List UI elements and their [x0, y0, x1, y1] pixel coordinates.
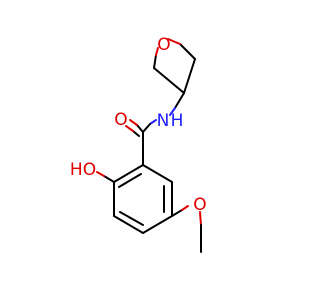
- bond-ar-3-4: [113, 215, 144, 234]
- bond-c-o-ring-left-red: [155, 47, 159, 56]
- bond-ar-oh-red: [96, 171, 105, 177]
- bond-o-methyl-red: [199, 211, 202, 226]
- molecule-structure: O N H O HO O: [70, 35, 207, 253]
- hydroxyl-group: [96, 171, 115, 183]
- benzene-ring: [113, 164, 173, 234]
- amide-hydrogen-label: H: [171, 111, 184, 131]
- bond-ar-6-1: [142, 164, 173, 183]
- bond-c-o-ring-right: [179, 43, 196, 60]
- bond-carbonyl-double-1-red: [129, 119, 138, 126]
- bond-ar-1-2-inner: [118, 173, 142, 188]
- bond-c-c-ring-top-right: [183, 58, 196, 94]
- bond-ar-ome: [171, 209, 183, 217]
- bond-carbonyl-double-2-red: [125, 125, 134, 132]
- amide-nitrogen-label: N: [157, 111, 170, 131]
- tetrahydrofuran-ring: [153, 38, 196, 94]
- hydroxyl-label: HO: [70, 160, 96, 180]
- bond-ar-ome-red: [181, 205, 189, 211]
- methoxy-oxygen-label: O: [193, 195, 206, 215]
- bond-ring-c-n: [174, 92, 185, 109]
- bond-n-carbonyl-c: [142, 123, 151, 133]
- bond-ar-4-5: [142, 215, 173, 234]
- ring-oxygen-label: O: [157, 35, 170, 55]
- bond-ar-3-4-inner: [119, 211, 144, 226]
- bond-c-c-ring-bottom: [153, 67, 185, 94]
- methoxy-group: [171, 205, 202, 253]
- bond-carbonyl-double-1: [136, 124, 144, 133]
- carbonyl-oxygen-label: O: [114, 110, 127, 130]
- bond-c-o-ring-right-red: [167, 38, 181, 45]
- bond-ring-c-n-blue: [169, 107, 176, 116]
- bond-carbonyl-double-2: [132, 130, 140, 137]
- bond-ar-1-2: [113, 164, 144, 183]
- bond-c-o-ring-left: [153, 54, 157, 69]
- bond-n-carbonyl-c-blue: [149, 119, 157, 125]
- bond-ar-oh: [103, 175, 115, 183]
- amide-linkage: [125, 92, 185, 166]
